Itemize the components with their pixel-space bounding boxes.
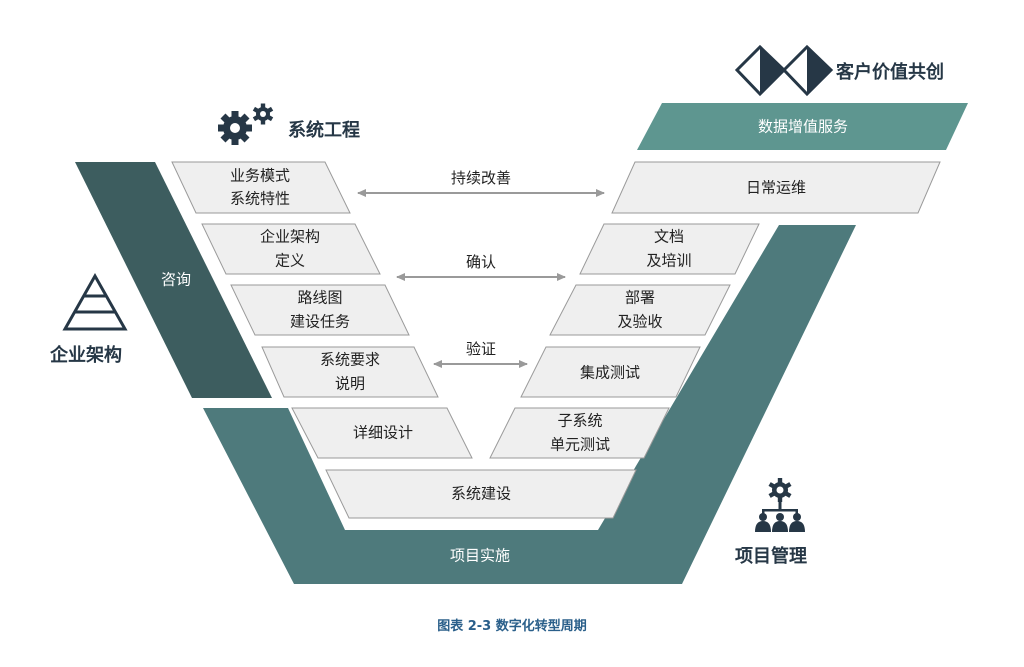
right-box: 子系统 单元测试: [489, 407, 670, 459]
box-label: 详细设计: [353, 424, 413, 442]
system-construction-label: 系统建设: [451, 485, 511, 503]
diamond-logo-icon: [734, 44, 834, 97]
consulting-label: 咨询: [161, 271, 191, 289]
box-label: 说明: [335, 375, 365, 393]
left-box: 业务模式 系统特性: [171, 161, 351, 214]
arrow-label: 持续改善: [451, 169, 511, 187]
box-label: 路线图: [297, 289, 342, 307]
right-box: 日常运维: [611, 161, 941, 214]
right-box: 集成测试: [520, 346, 701, 398]
right-box: 文档 及培训: [579, 223, 760, 275]
arrow-label: 验证: [466, 340, 496, 358]
box-label: 部署: [625, 289, 655, 307]
box-label: 系统要求: [320, 351, 380, 369]
box-label: 单元测试: [550, 436, 610, 454]
box-label: 企业架构: [260, 228, 320, 246]
data-value-services-label: 数据增值服务: [758, 118, 848, 136]
team-org-icon: [755, 478, 805, 532]
box-label: 建设任务: [290, 313, 350, 331]
box-label: 文档: [654, 228, 684, 246]
left-box: 详细设计: [291, 407, 473, 459]
box-label: 及培训: [646, 252, 691, 270]
box-label: 系统特性: [230, 190, 290, 208]
left-box: 系统要求 说明: [261, 346, 439, 398]
box-label: 集成测试: [580, 364, 640, 382]
systems-engineering-title: 系统工程: [288, 119, 360, 141]
box-label: 定义: [275, 252, 305, 270]
arrow-label: 确认: [466, 253, 496, 271]
data-value-services-band: [637, 103, 968, 150]
project-implementation-band: [203, 225, 856, 584]
right-box: 部署 及验收: [549, 284, 731, 336]
left-box: 企业架构 定义: [201, 223, 381, 275]
value-co-creation-title: 客户价值共创: [836, 61, 944, 83]
pyramid-icon: [62, 272, 128, 331]
gears-icon: [218, 103, 274, 145]
box-label: 子系统: [557, 412, 602, 430]
enterprise-architecture-title: 企业架构: [49, 344, 122, 366]
consulting-band: [75, 162, 272, 398]
project-management-title: 项目管理: [735, 545, 807, 567]
bottom-box: 系统建设: [325, 469, 637, 519]
box-label: 日常运维: [746, 179, 806, 197]
project-implementation-label: 项目实施: [450, 547, 510, 565]
figure-caption: 图表 2-3 数字化转型周期: [437, 618, 587, 634]
box-label: 及验收: [617, 313, 662, 331]
left-box: 路线图 建设任务: [230, 284, 410, 336]
box-label: 业务模式: [230, 167, 290, 185]
